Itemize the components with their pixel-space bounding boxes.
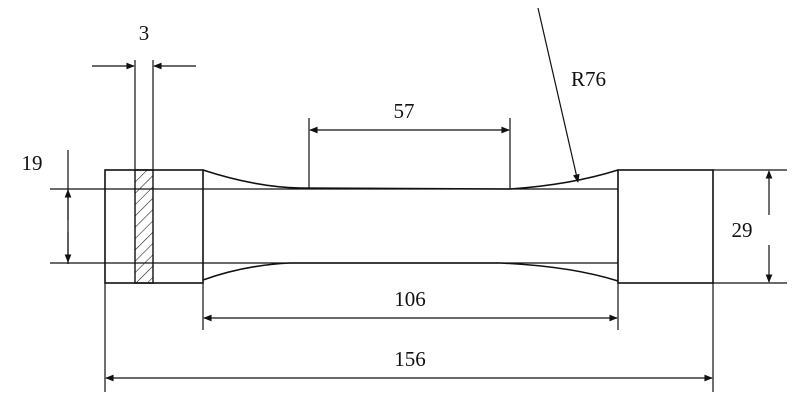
gauge-length-dimension: 57 <box>308 99 511 189</box>
right-grip <box>617 169 714 284</box>
length-156-dimension: 156 <box>104 283 714 392</box>
thickness-section-hatch <box>134 169 154 284</box>
width-19-label: 19 <box>22 151 43 175</box>
length-106-dimension: 106 <box>202 283 619 330</box>
lower-reduced-edge <box>202 262 619 282</box>
length-106-label: 106 <box>394 287 426 311</box>
radius-leader <box>537 7 580 183</box>
upper-reduced-edge <box>202 169 619 190</box>
width-29-dimension: 29 <box>713 169 787 284</box>
radius-callout: R76 <box>537 7 606 183</box>
radius-label: R76 <box>571 67 606 91</box>
thickness-label: 3 <box>139 21 150 45</box>
left-grip <box>104 169 204 284</box>
gauge-length-label: 57 <box>394 99 415 123</box>
length-156-label: 156 <box>394 347 426 371</box>
width-29-label: 29 <box>732 218 753 242</box>
thickness-dimension: 3 <box>92 21 196 170</box>
specimen-outline <box>50 169 714 284</box>
width-19-dimension: 19 <box>22 150 72 264</box>
